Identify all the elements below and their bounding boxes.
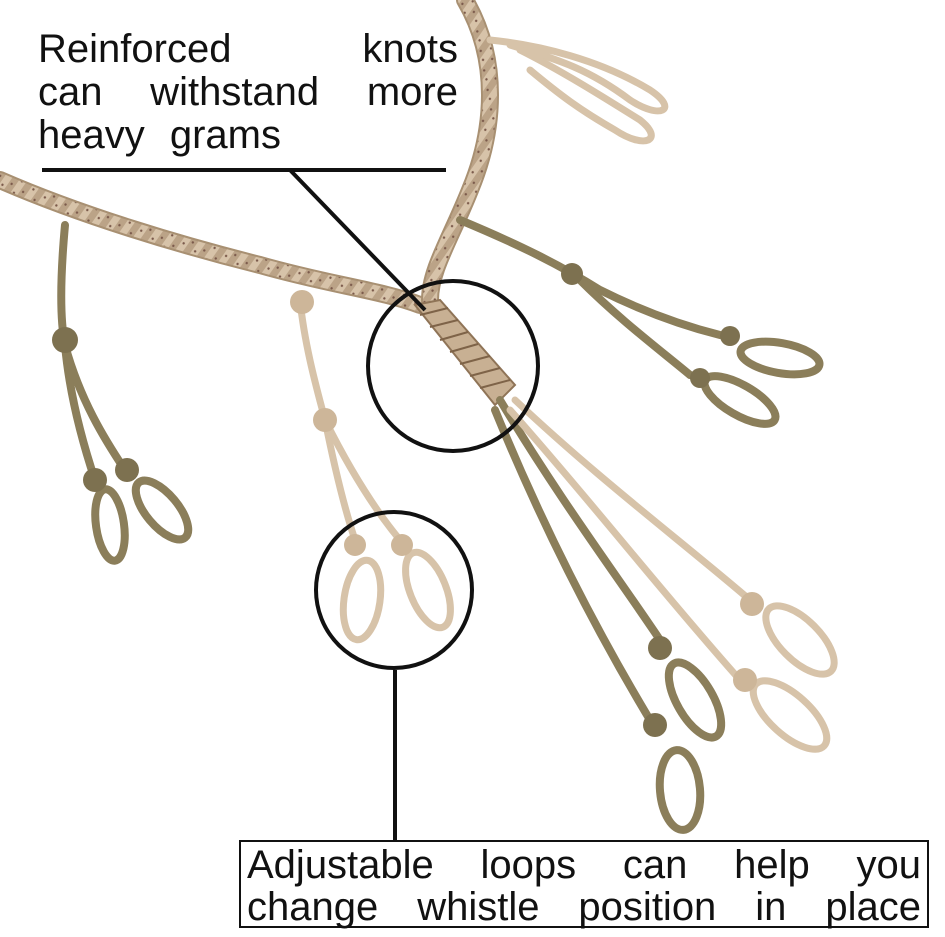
knots-caption-line-1: Reinforced knots bbox=[38, 27, 458, 71]
knots-caption-line-3: heavy grams bbox=[38, 113, 281, 157]
callout-loops bbox=[314, 510, 474, 840]
right-olive-cord bbox=[456, 216, 824, 428]
knots-caption-line-2: can withstand more bbox=[38, 70, 458, 114]
loops-caption-line-1: Adjustable loops can help you bbox=[247, 843, 921, 887]
knots-caption: Reinforced knots can withstand more heav… bbox=[38, 28, 458, 157]
braided-neck-cord bbox=[0, 0, 499, 314]
loops-caption-box: Adjustable loops can help you change whi… bbox=[239, 840, 929, 928]
lower-cord-bundle bbox=[491, 396, 838, 834]
middle-paracord bbox=[290, 290, 454, 644]
loops-caption-line-2: change whistle position in place bbox=[247, 885, 921, 929]
reinforced-knot bbox=[413, 298, 517, 407]
callout-knots bbox=[42, 168, 540, 453]
left-olive-cord bbox=[52, 221, 193, 565]
top-paracord-loop bbox=[486, 36, 669, 145]
